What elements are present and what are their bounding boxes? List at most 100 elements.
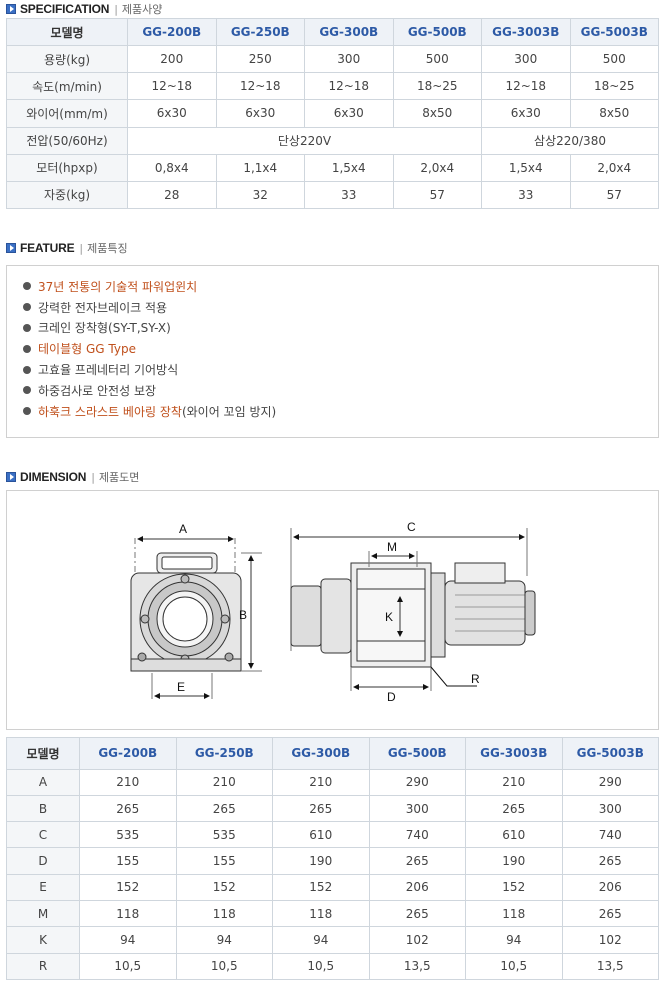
table-cell: 57: [392, 180, 482, 210]
feature-item: 하훅크 스라스트 베아링 장착(와이어 꼬임 방지): [23, 401, 276, 422]
feature-text: 하훅크 스라스트 베아링 장착: [38, 404, 182, 419]
table-cell: 265: [561, 847, 659, 875]
table-cell: 152: [272, 873, 370, 902]
table-cell: 155: [79, 847, 177, 875]
table-cell: 250: [215, 45, 305, 74]
row-label: 모터(hpxp): [6, 153, 128, 182]
table-cell: 28: [127, 180, 217, 210]
header-cell: GG-300B: [272, 737, 370, 770]
table-cell: 535: [175, 821, 273, 849]
table-cell: 300: [481, 45, 571, 74]
feature-text: 하중검사로 안전성 보장: [38, 383, 157, 398]
table-cell: 265: [561, 900, 659, 928]
table-cell: 1,5x4: [304, 153, 394, 182]
feature-item: 테이블형 GG Type: [23, 338, 276, 359]
table-cell: 94: [272, 926, 370, 954]
table-cell: 265: [272, 794, 370, 823]
table-cell: 12~18: [304, 72, 394, 101]
section-subtitle: 제품도면: [98, 471, 140, 484]
table-cell: 18~25: [392, 72, 482, 101]
table-cell: 265: [175, 794, 273, 823]
table-cell: 12~18: [481, 72, 571, 101]
table-cell: 2,0x4: [569, 153, 659, 182]
specification-table: 모델명 GG-200B GG-250B GG-300B GG-500B GG-3…: [6, 17, 659, 210]
table-cell: 500: [392, 45, 482, 74]
header-cell: GG-5003B: [561, 737, 659, 770]
header-cell: GG-500B: [368, 737, 466, 770]
section-title: FEATURE: [20, 241, 75, 255]
table-cell: 10,5: [175, 952, 273, 981]
separator: |: [114, 2, 118, 16]
table-cell: 10,5: [272, 952, 370, 981]
table-cell: 210: [79, 768, 177, 796]
table-cell: 210: [272, 768, 370, 796]
header-cell: GG-250B: [175, 737, 273, 770]
table-header-row: 모델명 GG-200B GG-250B GG-300B GG-500B GG-3…: [6, 17, 659, 47]
table-cell: 290: [368, 768, 466, 796]
header-cell: GG-5003B: [569, 17, 659, 47]
table-cell: 1,1x4: [215, 153, 305, 182]
table-cell: 13,5: [368, 952, 466, 981]
table-cell: 32: [215, 180, 305, 210]
table-cell: 500: [569, 45, 659, 74]
feature-item: 하중검사로 안전성 보장: [23, 380, 276, 401]
header-cell: 모델명: [6, 17, 128, 47]
table-row: 용량(kg) 200 250 300 500 300 500: [6, 45, 659, 74]
row-label: C: [6, 821, 80, 849]
section-title: DIMENSION: [20, 470, 87, 484]
feature-item: 고효율 프레네터리 기어방식: [23, 359, 276, 380]
label-d: D: [387, 690, 396, 704]
row-label: 자중(kg): [6, 180, 128, 210]
table-cell: 94: [175, 926, 273, 954]
table-row: K 94 94 94 102 94 102: [6, 926, 659, 954]
feature-item: 강력한 전자브레이크 적용: [23, 297, 276, 318]
table-row: D 155 155 190 265 190 265: [6, 847, 659, 875]
arrow-square-icon: [6, 4, 16, 14]
table-cell: 300: [304, 45, 394, 74]
arrow-square-icon: [6, 243, 16, 253]
table-cell: 155: [175, 847, 273, 875]
header-cell: GG-200B: [79, 737, 177, 770]
row-label: D: [6, 847, 80, 875]
feature-item: 37년 전통의 기술적 파워업윈치: [23, 276, 276, 297]
table-cell: 12~18: [127, 72, 217, 101]
bullet-icon: [23, 386, 31, 395]
table-cell: 33: [481, 180, 571, 210]
bullet-icon: [23, 365, 31, 374]
table-cell: 6x30: [215, 99, 305, 128]
feature-box: 37년 전통의 기술적 파워업윈치 강력한 전자브레이크 적용 크레인 장착형(…: [6, 265, 659, 438]
table-cell: 740: [561, 821, 659, 849]
label-a: A: [179, 522, 187, 536]
table-row: 속도(m/min) 12~18 12~18 12~18 18~25 12~18 …: [6, 72, 659, 101]
table-cell: 2,0x4: [392, 153, 482, 182]
table-cell: 610: [272, 821, 370, 849]
bullet-icon: [23, 282, 31, 291]
arrow-square-icon: [6, 472, 16, 482]
table-row: B 265 265 265 300 265 300: [6, 794, 659, 823]
header-cell: GG-3003B: [465, 737, 563, 770]
table-cell: 610: [465, 821, 563, 849]
table-cell: 12~18: [215, 72, 305, 101]
table-cell: 200: [127, 45, 217, 74]
row-label: 용량(kg): [6, 45, 128, 74]
table-cell: 10,5: [465, 952, 563, 981]
table-cell: 740: [368, 821, 466, 849]
table-cell: 57: [569, 180, 659, 210]
table-cell: 206: [561, 873, 659, 902]
winch-drawing: A B E C M K D R: [130, 520, 536, 704]
table-cell: 6x30: [304, 99, 394, 128]
bullet-icon: [23, 344, 31, 353]
bullet-icon: [23, 323, 31, 332]
row-label: A: [6, 768, 80, 796]
table-cell: 18~25: [569, 72, 659, 101]
table-cell: 152: [175, 873, 273, 902]
table-cell: 190: [272, 847, 370, 875]
table-cell: 118: [465, 900, 563, 928]
feature-text: 37년 전통의 기술적 파워업윈치: [38, 279, 198, 294]
feature-text: 크레인 장착형(SY-T,SY-X): [38, 321, 171, 336]
header-cell: 모델명: [6, 737, 80, 770]
dimension-table: 모델명 GG-200B GG-250B GG-300B GG-500B GG-3…: [6, 737, 659, 981]
header-cell: GG-200B: [127, 17, 217, 47]
row-label: E: [6, 873, 80, 902]
table-row: M 118 118 118 265 118 265: [6, 900, 659, 928]
